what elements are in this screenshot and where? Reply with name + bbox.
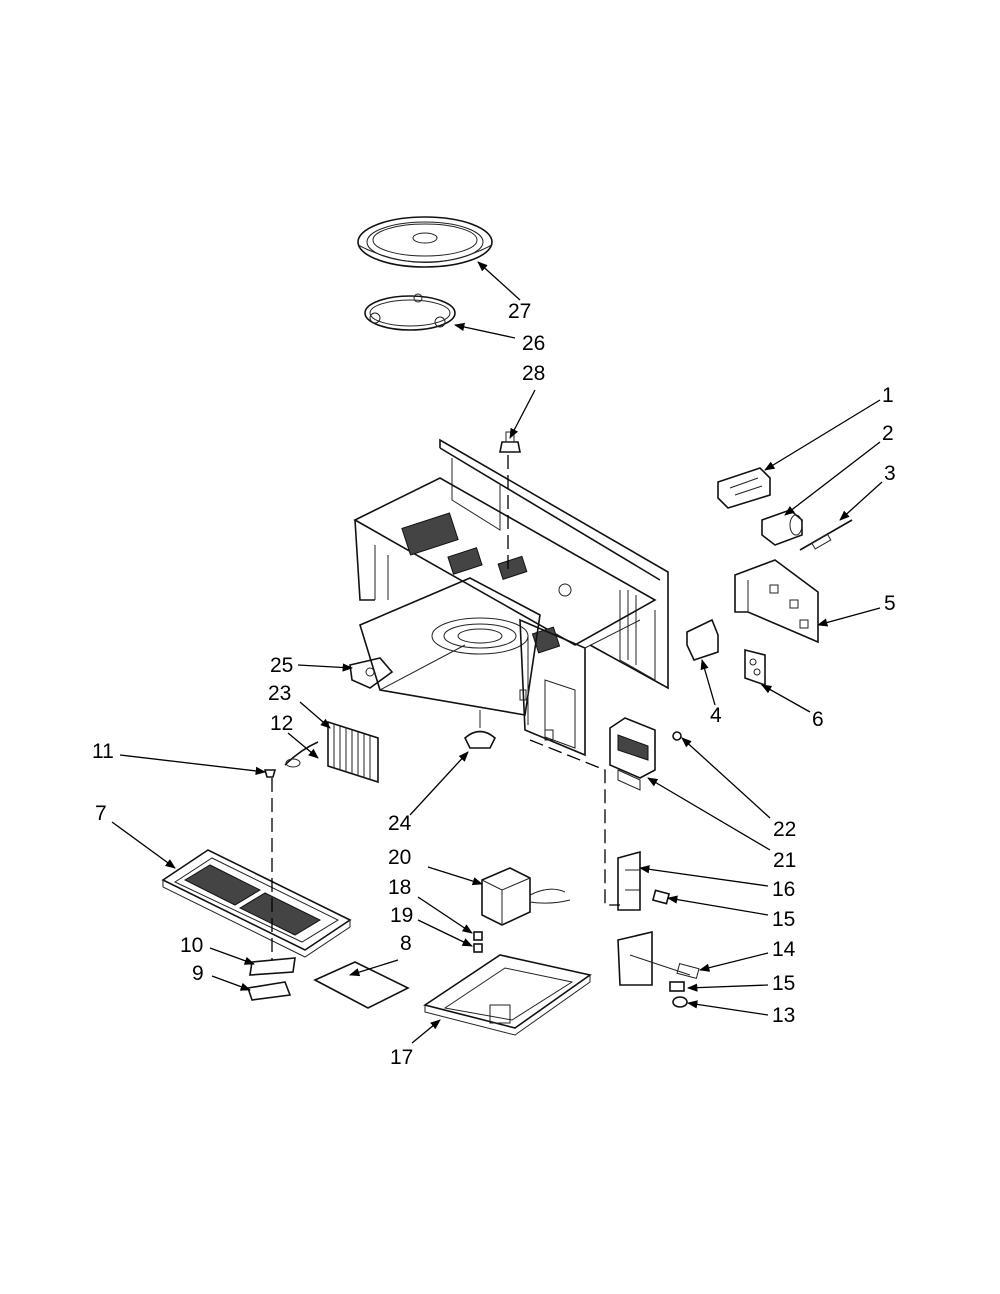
callout-7[interactable]: 7 xyxy=(95,802,107,825)
part-switch-4[interactable] xyxy=(686,618,719,661)
callout-17[interactable]: 17 xyxy=(390,1046,413,1069)
callout-19[interactable]: 19 xyxy=(390,904,413,927)
callout-22[interactable]: 22 xyxy=(773,818,796,841)
part-capacitor[interactable] xyxy=(761,509,803,546)
part-base-plate[interactable] xyxy=(423,954,592,1036)
part-interlock-switch-upper[interactable] xyxy=(651,889,671,905)
part-turntable-coupler[interactable] xyxy=(499,431,521,453)
callout-14[interactable]: 14 xyxy=(772,938,796,961)
callout-20[interactable]: 20 xyxy=(388,846,411,869)
callout-8[interactable]: 8 xyxy=(400,932,412,955)
callout-21[interactable]: 21 xyxy=(773,849,796,872)
callout-24[interactable]: 24 xyxy=(388,812,412,835)
callout-25[interactable]: 25 xyxy=(270,654,293,677)
callout-2[interactable]: 2 xyxy=(882,422,894,445)
callout-labels: 27 26 28 1 2 3 5 4 6 22 21 25 23 12 11 7… xyxy=(92,300,896,1069)
part-terminal-block[interactable] xyxy=(744,648,766,687)
callout-3[interactable]: 3 xyxy=(884,462,896,485)
part-stirrer[interactable] xyxy=(464,710,496,749)
part-diode[interactable] xyxy=(799,519,853,551)
callout-9[interactable]: 9 xyxy=(192,962,204,985)
part-magnetron[interactable] xyxy=(609,717,656,791)
part-bracket-1[interactable] xyxy=(717,467,771,509)
part-screw-11[interactable] xyxy=(263,769,277,778)
callout-18[interactable]: 18 xyxy=(388,876,411,899)
callout-16[interactable]: 16 xyxy=(772,878,795,901)
callout-12[interactable]: 12 xyxy=(270,712,293,735)
callout-6[interactable]: 6 xyxy=(812,708,824,731)
part-turntable-support[interactable] xyxy=(364,293,456,331)
callout-5[interactable]: 5 xyxy=(884,592,896,615)
part-latch-lower[interactable] xyxy=(617,930,700,986)
part-stirrer-cover[interactable] xyxy=(349,657,394,689)
part-latch-bracket[interactable] xyxy=(617,850,641,911)
part-mounting-plate[interactable] xyxy=(734,559,819,644)
callout-28[interactable]: 28 xyxy=(522,362,545,385)
callout-10[interactable]: 10 xyxy=(180,934,203,957)
part-screw-19[interactable] xyxy=(473,943,483,953)
part-handle[interactable] xyxy=(246,981,292,1001)
part-screw-13[interactable] xyxy=(672,996,688,1008)
callout-leaders xyxy=(111,261,883,1044)
part-interlock-switch-lower[interactable] xyxy=(669,981,685,992)
part-wire-harness[interactable] xyxy=(284,741,319,768)
part-screw-18[interactable] xyxy=(473,931,483,941)
callout-15-lower[interactable]: 15 xyxy=(772,972,795,995)
part-transformer[interactable] xyxy=(481,867,571,926)
assembly-lines xyxy=(271,455,620,960)
part-filter[interactable] xyxy=(313,961,410,1009)
callout-13[interactable]: 13 xyxy=(772,1004,795,1027)
callout-11[interactable]: 11 xyxy=(92,740,114,763)
part-screw-22[interactable] xyxy=(672,731,682,741)
callout-1[interactable]: 1 xyxy=(882,384,894,407)
callout-27[interactable]: 27 xyxy=(508,300,531,323)
callout-15-upper[interactable]: 15 xyxy=(772,908,795,931)
part-vent-grille[interactable] xyxy=(161,849,352,958)
part-turntable-tray[interactable] xyxy=(357,216,493,268)
part-cavity-assembly[interactable] xyxy=(353,438,669,757)
callout-4[interactable]: 4 xyxy=(710,704,722,727)
part-label-10[interactable] xyxy=(249,957,296,976)
part-grille[interactable] xyxy=(327,720,379,784)
callout-23[interactable]: 23 xyxy=(268,682,291,705)
callout-26[interactable]: 26 xyxy=(522,332,545,355)
